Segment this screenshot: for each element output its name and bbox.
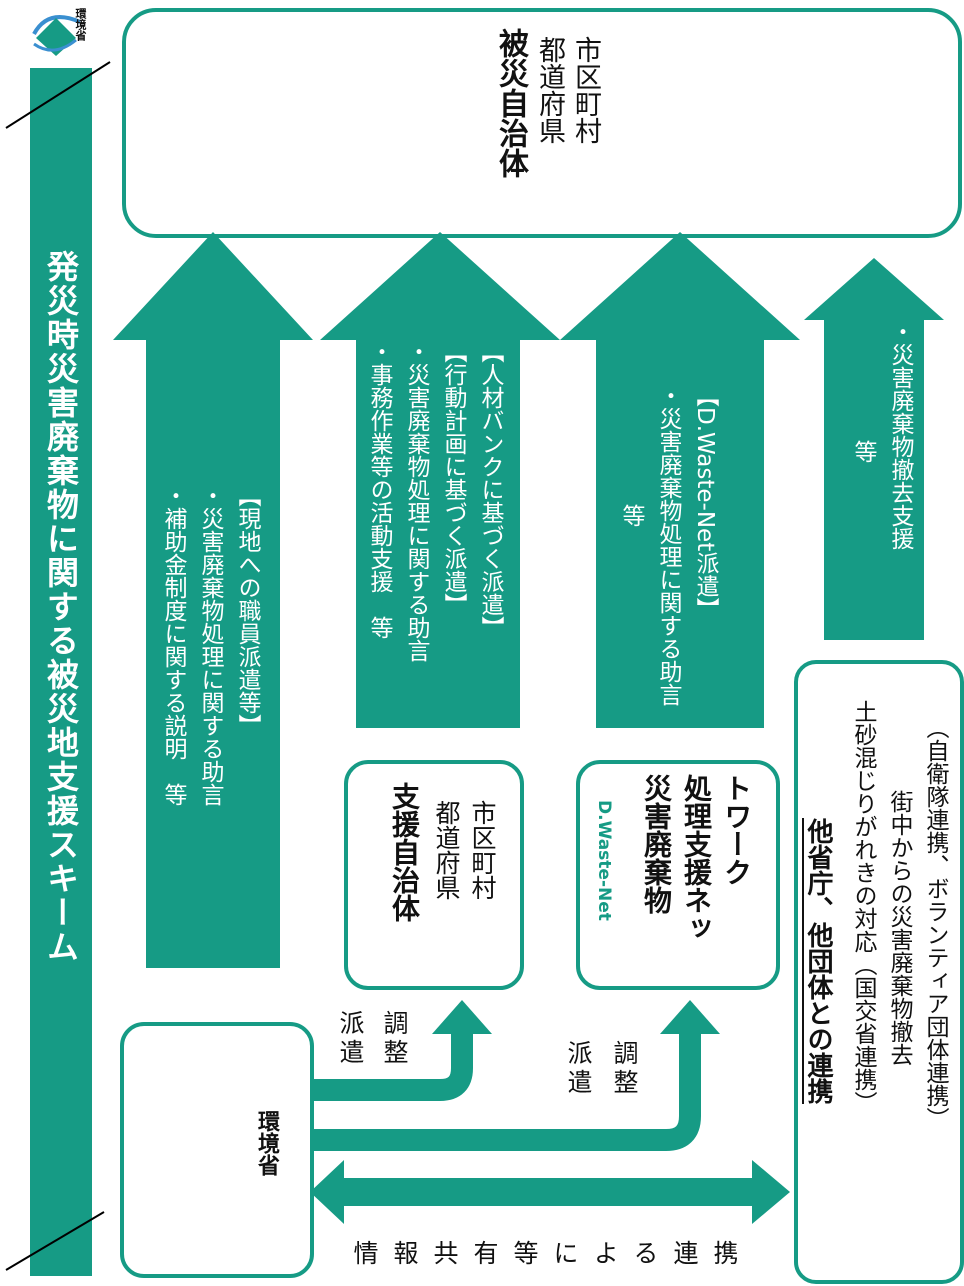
decorative-lines xyxy=(5,61,111,1271)
arrow-2-line-3: ・災害廃棄物処理に関する助言 xyxy=(403,340,429,662)
support-arrow-1 xyxy=(113,232,313,968)
other-agencies-box xyxy=(794,660,964,1284)
info-arrow-head-right xyxy=(752,1160,790,1224)
info-sharing-char: 有 xyxy=(470,1240,499,1265)
page-title: 発災時災害廃棄物に関する被災地支援スキーム xyxy=(42,250,80,964)
ministry-of-environment-box xyxy=(120,1022,314,1278)
other-agencies-line-3: （自衛隊連携、ボランティア団体連携） xyxy=(922,716,948,1130)
other-agencies-line-1: 土砂混じりがれきの対応（国交省連携） xyxy=(850,700,876,1114)
supporting-municipality-box xyxy=(344,760,524,990)
info-sharing-char: 情 xyxy=(350,1240,379,1265)
arrow-4-line-1: ・災害廃棄物撤去支援 xyxy=(887,320,913,550)
dwaste-net-brand: D.Waste-Net xyxy=(594,800,614,921)
coordination-arrow-2 xyxy=(312,1028,701,1151)
arrow-4-text: ・災害廃棄物撤去支援 等 xyxy=(844,320,918,636)
info-sharing-char: よ xyxy=(590,1240,619,1265)
coordination-label-2a: 派遣 xyxy=(564,1040,593,1098)
info-sharing-char: 共 xyxy=(430,1240,459,1265)
dwaste-net-title-line-3: トワーク xyxy=(720,774,753,886)
arrow-2-text: 【人材バンクに基づく派遣】 【行動計画に基づく派遣】 ・災害廃棄物処理に関する助… xyxy=(360,340,508,726)
support-arrow-2 xyxy=(320,232,560,728)
corner-logo-label: 環境省 xyxy=(74,8,87,41)
title-bar xyxy=(30,68,92,1276)
arrow-1-line-1: 【現地への職員派遣等】 xyxy=(234,484,260,737)
arrow-3-line-3: 等 xyxy=(618,504,644,527)
supporting-prefecture-label: 都道府県 xyxy=(432,800,461,900)
affected-city-label: 市区町村 xyxy=(570,36,601,144)
support-arrow-4 xyxy=(804,258,944,640)
info-sharing-char: 報 xyxy=(390,1240,419,1265)
affected-prefecture-label: 都道府県 xyxy=(534,36,565,144)
info-sharing-char: る xyxy=(630,1240,659,1265)
arrow-2-line-2: 【行動計画に基づく派遣】 xyxy=(440,340,466,616)
arrow-4-line-2: 等 xyxy=(850,440,876,463)
info-sharing-char: 連 xyxy=(670,1240,699,1265)
title-band: 発災時災害廃棄物に関する被災地支援スキーム xyxy=(0,0,108,1286)
arrow-1-text: 【現地への職員派遣等】 ・災害廃棄物処理に関する助言 ・補助金制度に関する説明 … xyxy=(154,484,265,964)
arrow-1-line-3: ・補助金制度に関する説明 等 xyxy=(160,484,186,806)
supporting-city-label: 市区町村 xyxy=(468,800,497,900)
info-sharing-char: 携 xyxy=(710,1240,739,1265)
info-sharing-char: 等 xyxy=(510,1240,539,1265)
ministry-of-environment-label: 環境省 xyxy=(254,1110,279,1176)
dwaste-net-box xyxy=(576,760,780,990)
arrow-3-text: 【D.Waste-Net派遣】 ・災害廃棄物処理に関する助言 等 xyxy=(612,384,723,724)
affected-municipality-title: 被災自治体 xyxy=(493,28,528,178)
coordination-arrow-1 xyxy=(312,1028,473,1101)
arrow-1-line-2: ・災害廃棄物処理に関する助言 xyxy=(197,484,223,806)
other-agencies-title: 他省庁、他団体との連携 xyxy=(803,818,833,1104)
info-arrow-head-left xyxy=(310,1160,344,1224)
coordination-label-2b: 調整 xyxy=(610,1040,639,1098)
arrow-2-line-4: ・事務作業等の活動支援 等 xyxy=(366,340,392,639)
supporting-municipality-title: 支援自治体 xyxy=(388,782,421,922)
info-sharing-char: に xyxy=(550,1240,579,1265)
arrow-3-line-1: 【D.Waste-Net派遣】 xyxy=(692,384,718,621)
arrow-3-line-2: ・災害廃棄物処理に関する助言 xyxy=(655,384,681,706)
coordination-label-1a: 派遣 xyxy=(336,1010,365,1068)
support-arrow-3 xyxy=(560,232,800,728)
info-arrow-shaft xyxy=(338,1178,758,1206)
affected-municipality-box xyxy=(122,8,962,238)
arrow-2-line-1: 【人材バンクに基づく派遣】 xyxy=(477,340,503,639)
ministry-logo-icon xyxy=(32,15,81,56)
dwaste-net-title-line-1: 災害廃棄物 xyxy=(640,774,673,914)
coordination-label-1b: 調整 xyxy=(380,1010,409,1068)
dwaste-net-title-line-2: 処理支援ネッ xyxy=(680,774,713,942)
other-agencies-line-2: 街中からの災害廃棄物撤去 xyxy=(886,790,912,1066)
